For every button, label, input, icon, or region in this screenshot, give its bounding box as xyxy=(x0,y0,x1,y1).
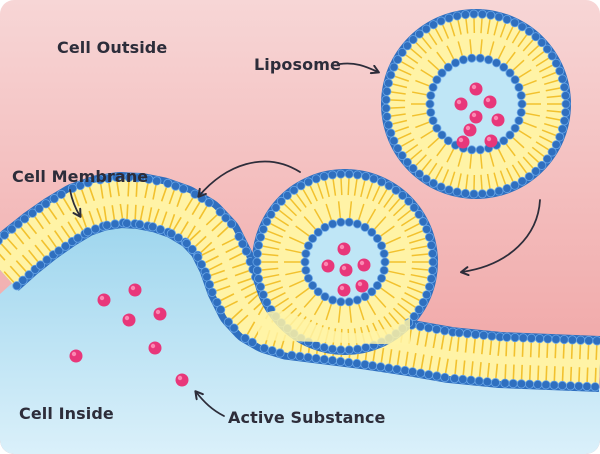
liposome-label: Liposome xyxy=(254,55,341,74)
active-substance-dot xyxy=(357,258,371,272)
active-substance-dot xyxy=(337,283,351,297)
cell-inside-region xyxy=(0,224,600,454)
active-substance-dot xyxy=(483,95,497,109)
active-substance-dot xyxy=(454,97,468,111)
cell-inside-label: Cell Inside xyxy=(19,404,114,423)
pointer-arrow-icon xyxy=(194,390,225,417)
fusion-junction xyxy=(258,310,410,345)
liposome xyxy=(381,9,571,199)
active-substance-dot xyxy=(339,263,353,277)
active-substance-dot xyxy=(148,341,162,355)
cell-outside-label: Cell Outside xyxy=(57,38,168,57)
cell-membrane-label: Cell Membrane xyxy=(12,167,149,186)
fusing-liposome xyxy=(252,169,438,355)
active-substance-dot xyxy=(97,293,111,307)
liposome-body xyxy=(381,9,571,199)
pointer-arrow-icon xyxy=(339,62,380,75)
active-substance-dot xyxy=(128,283,142,297)
active-substance-dot xyxy=(469,82,483,96)
active-substance-label: Active Substance xyxy=(228,408,386,427)
active-substance-dot xyxy=(122,313,136,327)
active-substance-dot xyxy=(484,134,498,148)
curved-arrow-icon xyxy=(460,199,541,277)
curved-arrow-icon xyxy=(197,160,301,198)
arrows xyxy=(69,62,541,417)
active-substance-particles xyxy=(69,82,505,387)
active-substance-dot xyxy=(469,110,483,124)
pointer-arrow-icon xyxy=(69,189,82,218)
active-substance-dot xyxy=(69,349,83,363)
active-substance-dot xyxy=(463,123,477,137)
active-substance-dot xyxy=(153,307,167,321)
active-substance-dot xyxy=(321,259,335,273)
fusing-liposome-body xyxy=(252,169,438,355)
active-substance-dot xyxy=(175,373,189,387)
active-substance-dot xyxy=(337,242,351,256)
active-substance-dot xyxy=(456,135,470,149)
active-substance-dot xyxy=(491,113,505,127)
active-substance-dot xyxy=(355,279,369,293)
